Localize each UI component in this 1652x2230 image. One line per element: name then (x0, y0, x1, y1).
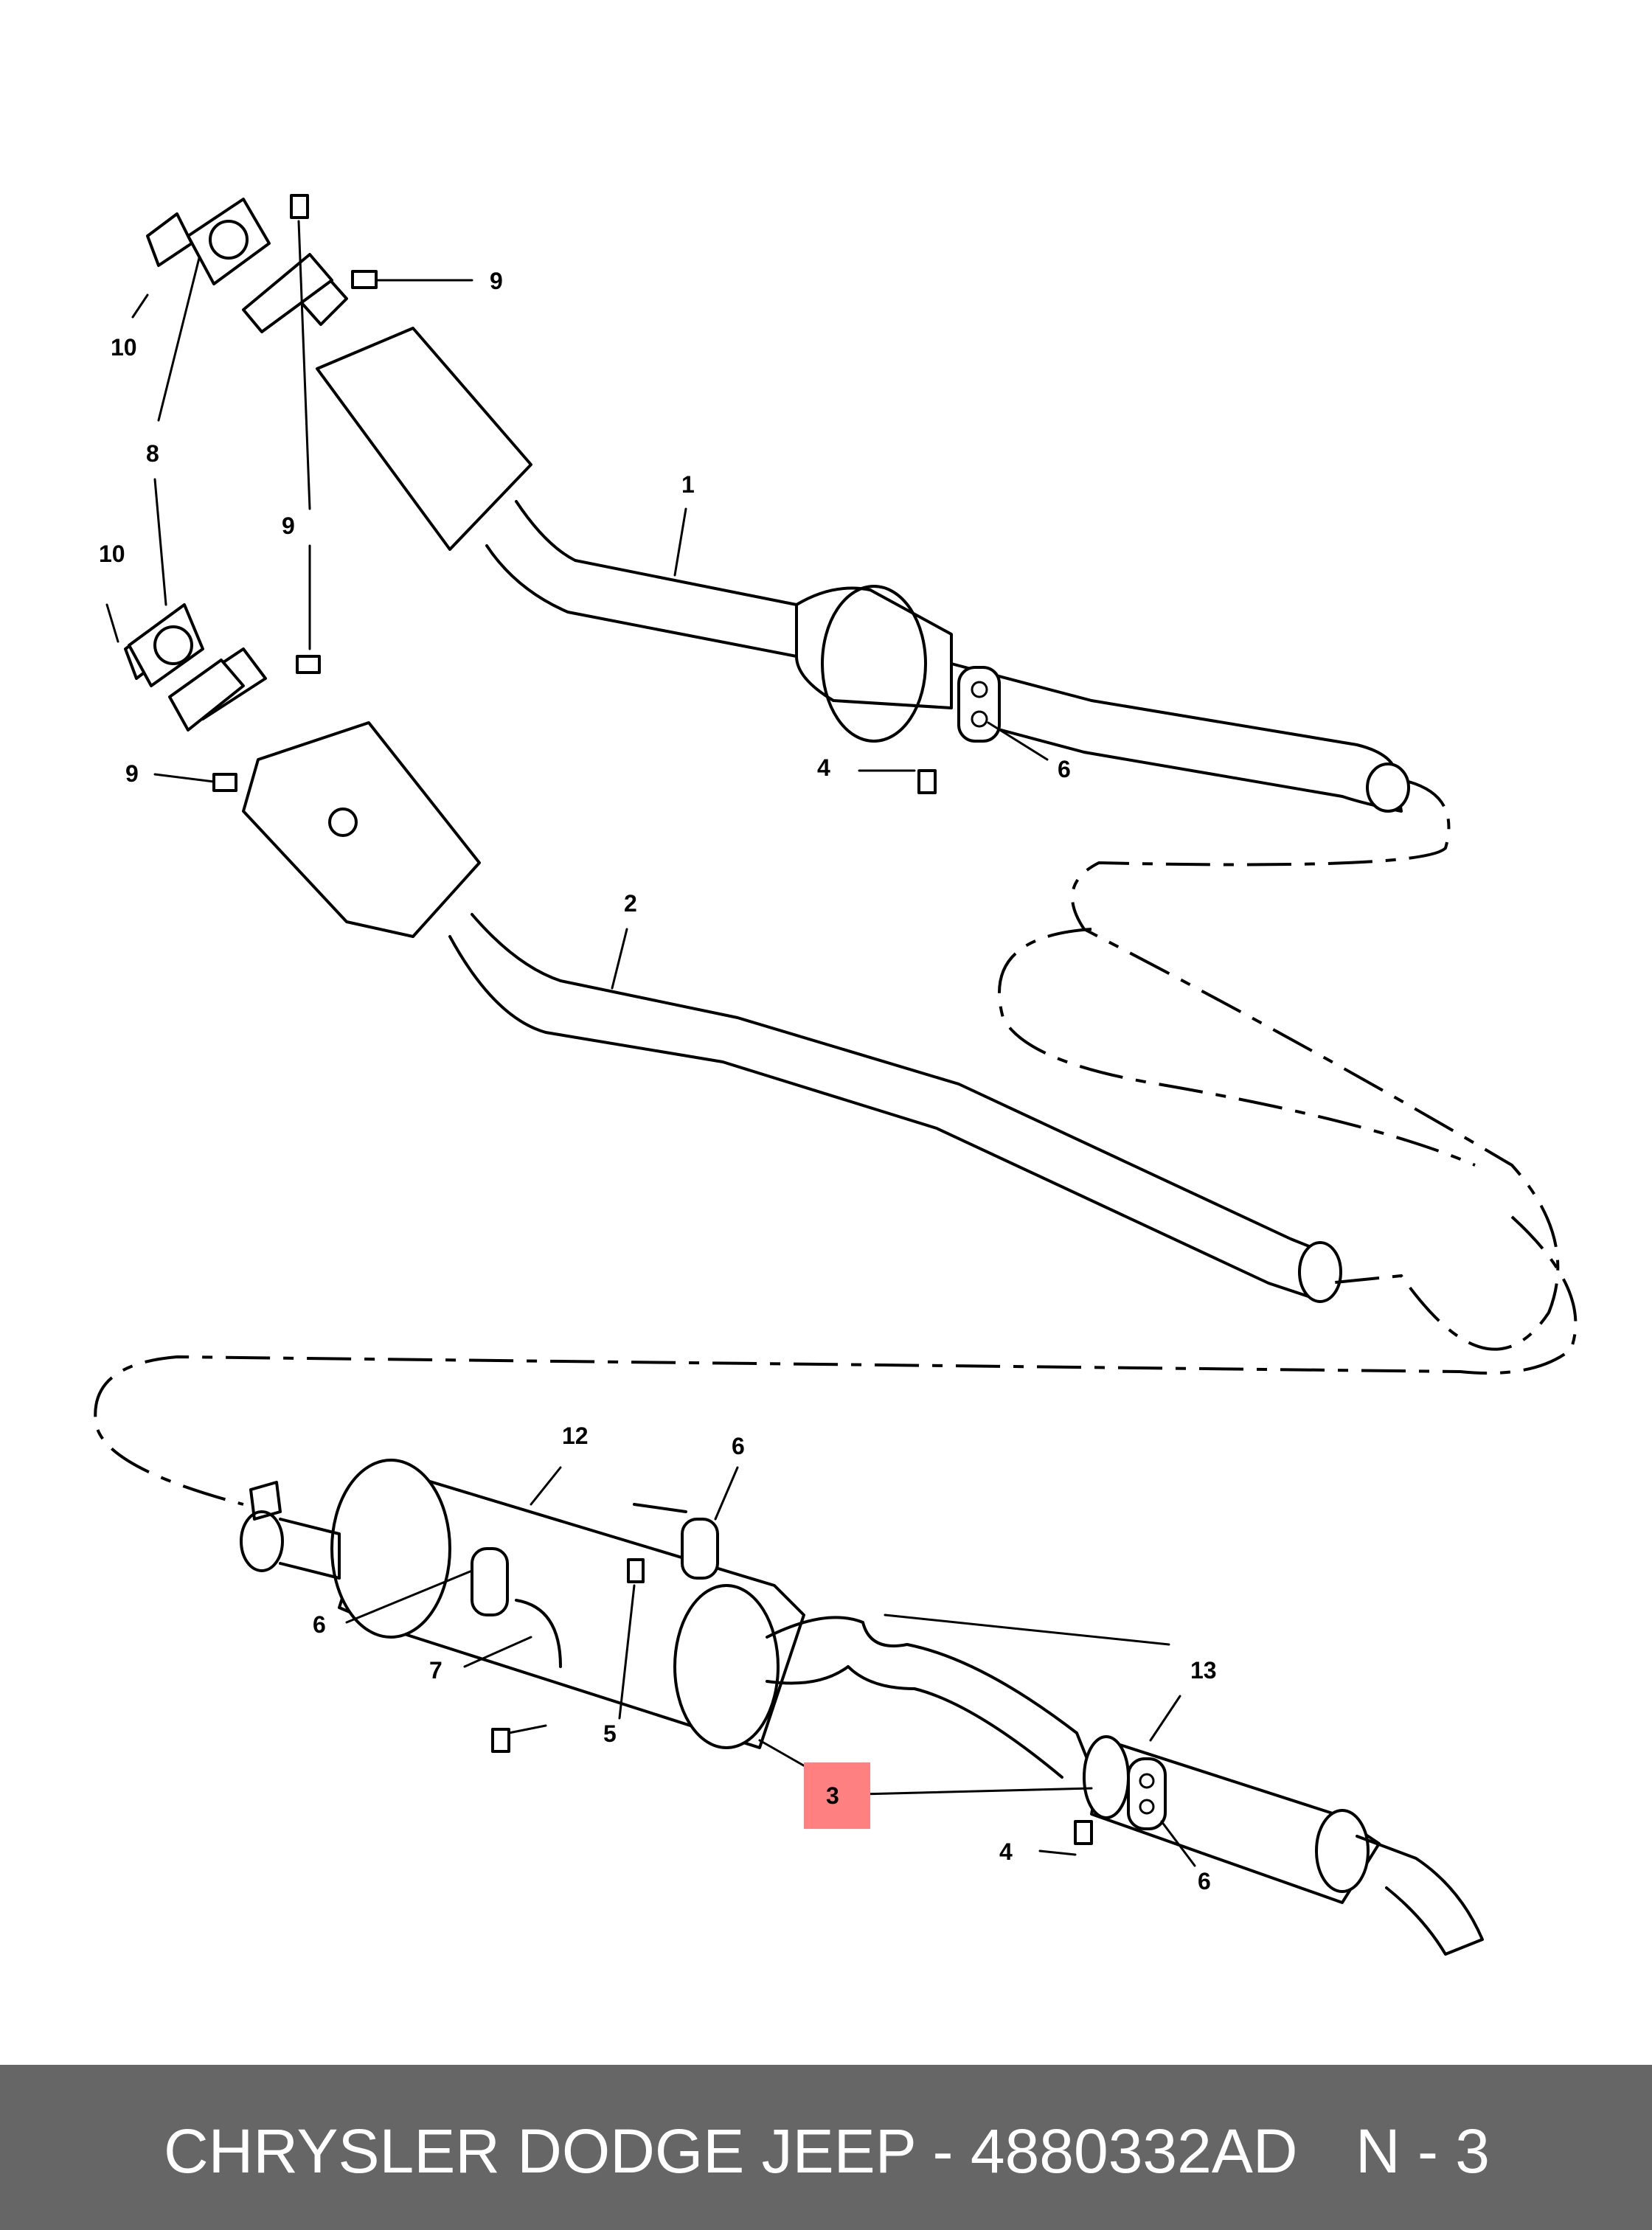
exhaust-system-diagram: 1 2 3 4 4 5 6 6 6 6 7 8 9 9 9 10 10 12 1… (94, 194, 1578, 1956)
callout-6-muffler-left: 6 (313, 1611, 326, 1638)
callout-6-muffler-top: 6 (732, 1433, 745, 1459)
callout-2: 2 (624, 890, 637, 917)
part-number-caption: CHRYSLER DODGE JEEP - 4880332AD (164, 2116, 1298, 2186)
diagram-position-code: N - 3 (1356, 2116, 1490, 2186)
callout-8: 8 (146, 440, 159, 467)
connector-upper (1071, 780, 1560, 1351)
connector-lower (94, 1215, 1578, 1506)
front-pipe-2 (168, 647, 1342, 1303)
callout-6-upper: 6 (1058, 756, 1071, 782)
callout-5: 5 (603, 1720, 617, 1747)
callout-4-lower: 4 (999, 1838, 1013, 1865)
callout-9-lower: 9 (125, 760, 139, 787)
callout-9-top: 9 (490, 268, 503, 294)
resonator-13 (1083, 1735, 1484, 1956)
callout-6-resonator: 6 (1198, 1868, 1211, 1894)
callout-7: 7 (429, 1657, 442, 1684)
callout-4-upper: 4 (817, 754, 830, 781)
connector-middle (998, 928, 1476, 1167)
callout-13: 13 (1190, 1657, 1217, 1684)
highlight-box (804, 1762, 870, 1829)
callout-10-top: 10 (111, 334, 137, 361)
callout-3: 3 (826, 1782, 839, 1809)
callout-labels: 1 2 3 4 4 5 6 6 6 6 7 8 9 9 9 10 10 12 1… (99, 268, 1217, 1894)
callout-12: 12 (562, 1423, 589, 1449)
hardware (124, 194, 1093, 1845)
callout-9-middle: 9 (282, 513, 295, 539)
footer-bar: CHRYSLER DODGE JEEP - 4880332AD N - 3 (0, 2065, 1652, 2230)
leader-lines (105, 220, 1196, 1867)
callout-10-lower: 10 (99, 541, 125, 567)
callout-1: 1 (681, 471, 695, 498)
front-pipe-1 (242, 253, 1410, 813)
